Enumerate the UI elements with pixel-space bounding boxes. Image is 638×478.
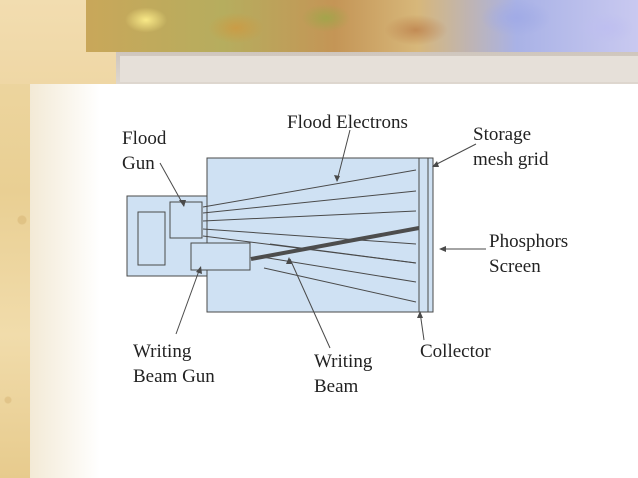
flood-electrons-label: Flood Electrons bbox=[287, 112, 408, 133]
writing-beam-gun-label: Writing Beam Gun bbox=[133, 341, 215, 387]
writing-beam bbox=[250, 226, 420, 261]
flower-banner-image bbox=[86, 0, 638, 52]
phosphors-screen bbox=[427, 157, 434, 313]
storage-mesh-grid-label: Storage mesh grid bbox=[473, 124, 549, 170]
storage-mesh-grid bbox=[418, 157, 429, 313]
writing-beam-gun bbox=[190, 242, 251, 271]
phosphors-screen-label: Phosphors Screen bbox=[489, 231, 569, 277]
collector-label: Collector bbox=[420, 341, 491, 362]
writing-beam-label: Writing Beam bbox=[314, 351, 373, 397]
neck-inner-rect bbox=[137, 211, 166, 266]
title-shadow-inner bbox=[120, 56, 638, 82]
flood-gun bbox=[169, 201, 203, 239]
arrowheads bbox=[179, 161, 446, 318]
leader-lines bbox=[159, 129, 486, 349]
flood-gun-label: Flood Gun bbox=[122, 128, 167, 174]
